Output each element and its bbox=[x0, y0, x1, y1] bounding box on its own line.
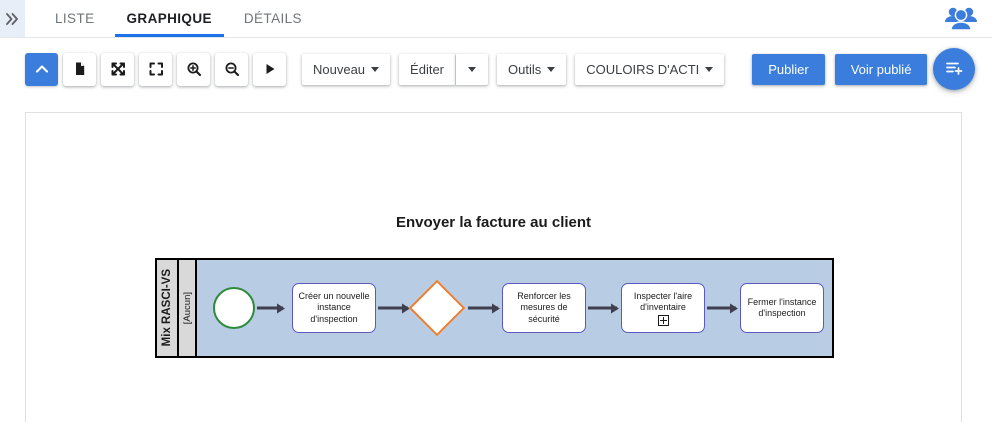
subprocess-label: Inspecter l'aire d'inventaire bbox=[633, 290, 693, 313]
outils-menu-label: Outils bbox=[508, 61, 542, 77]
task-node-fermer-instance[interactable]: Fermer l'instance d'inspection bbox=[740, 283, 824, 333]
tab-liste-label: LISTE bbox=[55, 11, 95, 26]
tab-details[interactable]: DÉTAILS bbox=[228, 0, 318, 37]
outils-menu-button[interactable]: Outils bbox=[497, 53, 567, 85]
nouveau-menu-button[interactable]: Nouveau bbox=[302, 53, 391, 85]
chevron-down-icon bbox=[468, 66, 477, 72]
sidebar-expand-button[interactable] bbox=[0, 0, 25, 37]
people-group-icon[interactable] bbox=[942, 5, 980, 33]
fullscreen-icon bbox=[148, 61, 164, 77]
add-to-list-icon bbox=[944, 58, 964, 81]
tab-graphique[interactable]: GRAPHIQUE bbox=[111, 0, 228, 37]
sequence-flow-1 bbox=[257, 306, 283, 310]
publish-button-group: Publier Voir publié bbox=[752, 53, 928, 85]
play-triangle-icon bbox=[262, 61, 278, 77]
lane-body: Créer un nouvelle instance d'inspection … bbox=[197, 260, 832, 356]
start-event-node[interactable] bbox=[213, 287, 255, 329]
plus-box-icon bbox=[657, 314, 669, 326]
publier-button[interactable]: Publier bbox=[752, 53, 825, 85]
fit-scatter-button[interactable] bbox=[101, 52, 134, 86]
sequence-flow-3 bbox=[468, 306, 498, 310]
sequence-flow-2 bbox=[378, 306, 408, 310]
fullscreen-button[interactable] bbox=[139, 52, 172, 86]
double-chevron-right-icon bbox=[5, 11, 21, 27]
sequence-flow-4 bbox=[588, 306, 617, 310]
couloirs-activite-menu-button[interactable]: COULOIRS D'ACTI bbox=[575, 53, 725, 85]
magnifier-plus-icon bbox=[186, 61, 202, 77]
zoom-out-button[interactable] bbox=[215, 52, 248, 86]
arrows-cross-icon bbox=[110, 61, 126, 77]
subprocess-node-inspecter-aire[interactable]: Inspecter l'aire d'inventaire bbox=[621, 283, 705, 333]
bpmn-pool[interactable]: Mix RASCI-VS [Aucun] Créer un nouvelle i… bbox=[155, 258, 834, 358]
lane-header[interactable]: [Aucun] bbox=[179, 260, 197, 356]
couloirs-activite-label: COULOIRS D'ACTI bbox=[586, 61, 700, 77]
pool-header[interactable]: Mix RASCI-VS bbox=[157, 260, 179, 356]
pool-label: Mix RASCI-VS bbox=[161, 269, 173, 347]
task-label: Fermer l'instance d'inspection bbox=[747, 296, 817, 319]
nouveau-menu-label: Nouveau bbox=[313, 61, 366, 77]
task-label: Créer un nouvelle instance d'inspection bbox=[298, 290, 370, 324]
lane-label: [Aucun] bbox=[181, 291, 193, 325]
gateway-node[interactable] bbox=[408, 279, 466, 337]
top-bar: LISTE GRAPHIQUE DÉTAILS bbox=[0, 0, 992, 38]
magnifier-minus-icon bbox=[224, 61, 240, 77]
chevron-up-icon bbox=[34, 61, 50, 77]
tab-liste[interactable]: LISTE bbox=[39, 0, 111, 37]
tab-bar: LISTE GRAPHIQUE DÉTAILS bbox=[39, 0, 318, 37]
editer-split-button: Éditer bbox=[399, 53, 489, 85]
diagram-title: Envoyer la facture au client bbox=[395, 214, 592, 231]
toolbar-icon-group bbox=[25, 52, 286, 86]
task-node-renforcer-mesures[interactable]: Renforcer les mesures de sécurité bbox=[502, 283, 586, 333]
new-document-button[interactable] bbox=[63, 52, 96, 86]
sequence-flow-5 bbox=[707, 306, 736, 310]
collapse-toolbar-button[interactable] bbox=[25, 52, 58, 86]
add-to-list-fab-button[interactable] bbox=[933, 48, 975, 90]
editer-button[interactable]: Éditer bbox=[399, 53, 456, 85]
chevron-down-icon bbox=[547, 66, 556, 72]
play-button[interactable] bbox=[253, 52, 286, 86]
editer-dropdown-button[interactable] bbox=[456, 53, 489, 85]
chevron-down-icon bbox=[371, 66, 380, 72]
graph-toolbar: Nouveau Éditer Outils COULOIRS D'ACTI Pu… bbox=[0, 38, 992, 100]
zoom-in-button[interactable] bbox=[177, 52, 210, 86]
toolbar-menu-group: Nouveau Éditer Outils COULOIRS D'ACTI bbox=[302, 53, 725, 85]
document-icon bbox=[72, 61, 88, 77]
tab-graphique-label: GRAPHIQUE bbox=[126, 11, 212, 26]
diagram-canvas[interactable]: Envoyer la facture au client Mix RASCI-V… bbox=[25, 112, 962, 422]
voir-publie-button[interactable]: Voir publié bbox=[834, 53, 928, 85]
task-label: Renforcer les mesures de sécurité bbox=[517, 290, 571, 324]
chevron-down-icon bbox=[705, 66, 714, 72]
tab-details-label: DÉTAILS bbox=[243, 11, 302, 26]
editer-label: Éditer bbox=[410, 61, 445, 77]
task-node-creer-instance[interactable]: Créer un nouvelle instance d'inspection bbox=[292, 283, 376, 333]
